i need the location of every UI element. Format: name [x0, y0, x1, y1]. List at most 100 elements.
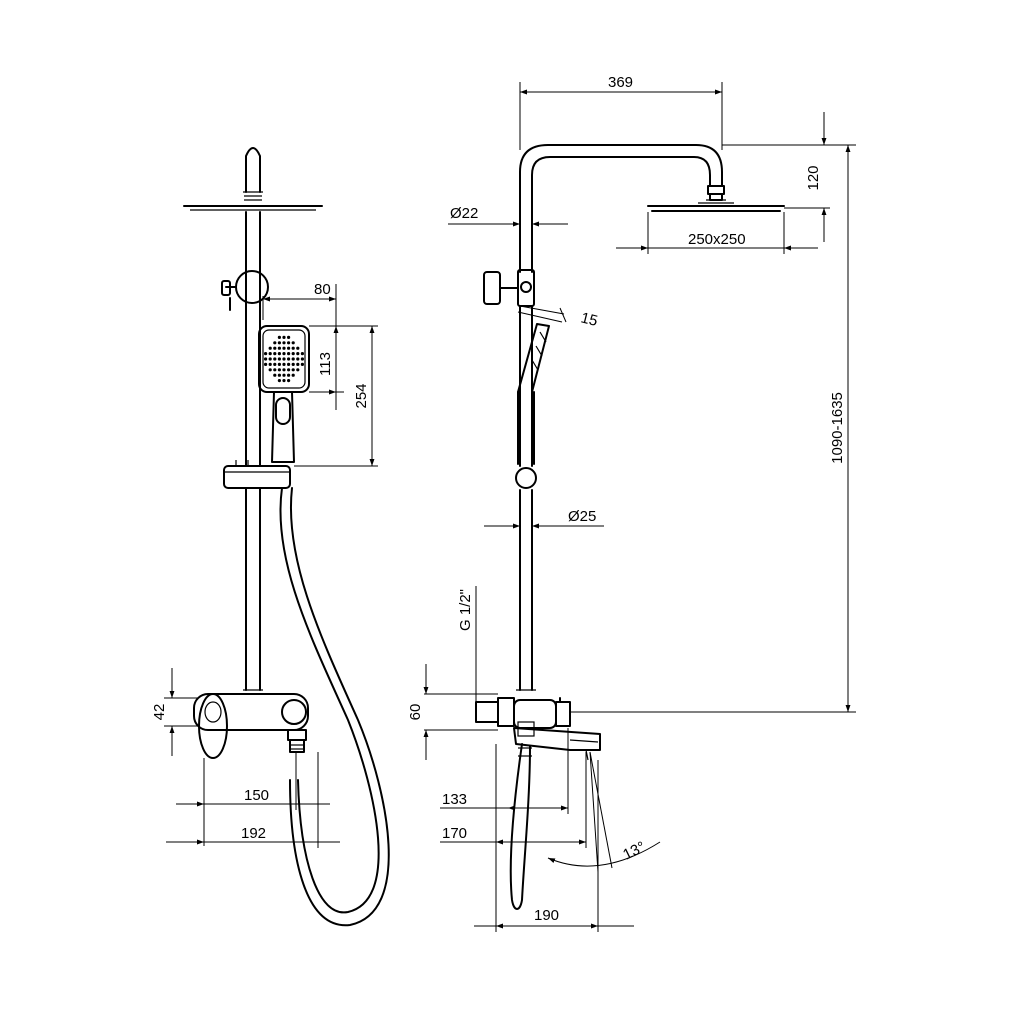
nozzle-dot [287, 346, 291, 350]
nozzle-dot [282, 368, 286, 372]
label-250x250: 250x250 [688, 231, 746, 248]
nozzle-dot [277, 362, 281, 366]
overhead-shower-plate [183, 199, 323, 211]
nozzle-dot [300, 362, 304, 366]
dim-mixer-height: 42 [151, 668, 198, 756]
label-d25: Ø25 [568, 508, 596, 525]
nozzle-dot [268, 346, 272, 350]
nozzle-dot [291, 373, 295, 377]
hand-shower-front [258, 325, 310, 463]
dim-connection-thread: G 1/2" [457, 586, 477, 702]
nozzle-dot [277, 346, 281, 350]
dim-wall-to-outlet: 150 [176, 752, 330, 846]
nozzle-dot [282, 352, 286, 356]
shower-hose [279, 487, 390, 927]
dim-spout-projection: 190 [474, 744, 634, 932]
nozzle-dot [273, 373, 277, 377]
dim-height-range: 1090-1635 [570, 144, 856, 713]
nozzle-dot [277, 341, 281, 345]
nozzle-dot [300, 357, 304, 361]
label-192: 192 [241, 825, 266, 842]
dim-hand-shower-width: 80 [262, 281, 337, 326]
nozzle-dot [287, 379, 291, 383]
label-113: 113 [317, 352, 334, 376]
nozzle-dot [296, 346, 300, 350]
nozzle-dot [277, 352, 281, 356]
dim-wall-to-front: 192 [166, 752, 340, 848]
nozzle-dot [277, 373, 281, 377]
nozzle-dot [287, 368, 291, 372]
nozzle-dot [296, 368, 300, 372]
dim-arm-projection: 369 [519, 74, 723, 150]
riser-pipe [243, 211, 263, 691]
label-120: 120 [805, 165, 822, 190]
slider-bracket [223, 460, 291, 489]
nozzle-dot [291, 346, 295, 350]
bath-spout [513, 727, 601, 761]
nozzle-dot [282, 379, 286, 383]
label-190: 190 [534, 907, 559, 924]
nozzle-dot [287, 373, 291, 377]
dim-hand-shower-length: 254 [294, 325, 378, 467]
label-80: 80 [314, 281, 331, 298]
overhead-shower-head [647, 199, 785, 212]
label-d22: Ø22 [450, 205, 478, 222]
nozzle-dot [273, 352, 277, 356]
nozzle-dot [268, 357, 272, 361]
nozzle-dot [277, 357, 281, 361]
dim-pipe-upper: Ø22 [448, 205, 568, 227]
dim-mixer-depth: 133 [440, 728, 569, 814]
label-42: 42 [151, 704, 168, 721]
riser-top-cap [245, 147, 261, 193]
label-1090-1635: 1090-1635 [829, 392, 846, 464]
mixer-side [475, 697, 571, 737]
nozzle-dot [287, 341, 291, 345]
label-60: 60 [407, 704, 424, 721]
nozzle-dot [277, 379, 281, 383]
nozzle-dot [291, 362, 295, 366]
dim-hand-shower-angle: 15 [517, 305, 599, 330]
diverter-knob [221, 270, 269, 311]
nozzle-dot [268, 362, 272, 366]
nozzle-dot [287, 335, 291, 339]
nozzle-dot [264, 357, 268, 361]
nozzle-dot [291, 368, 295, 372]
dim-spout-depth: 170 [440, 752, 587, 848]
nozzle-dot [296, 352, 300, 356]
label-150: 150 [244, 787, 269, 804]
dim-hand-shower-head: 113 [309, 325, 344, 410]
nozzle-pattern [264, 335, 304, 383]
nozzle-dot [282, 373, 286, 377]
nozzle-dot [268, 352, 272, 356]
nozzle-dot [300, 352, 304, 356]
label-15: 15 [579, 309, 599, 330]
riser-and-arm [519, 144, 725, 273]
front-view: 80 113 254 42 [151, 147, 390, 927]
label-g12: G 1/2" [457, 589, 474, 631]
nozzle-dot [287, 357, 291, 361]
nozzle-dot [282, 357, 286, 361]
label-369: 369 [608, 74, 633, 91]
nozzle-dot [287, 362, 291, 366]
nozzle-dot [277, 368, 281, 372]
label-170: 170 [442, 825, 467, 842]
nozzle-dot [277, 335, 281, 339]
nozzle-dot [291, 357, 295, 361]
nozzle-dot [287, 352, 291, 356]
hand-shower-side [515, 323, 550, 489]
nozzle-dot [273, 368, 277, 372]
nozzle-dot [282, 346, 286, 350]
nozzle-dot [273, 362, 277, 366]
nozzle-dot [264, 362, 268, 366]
dim-spout-angle: 13° [547, 751, 661, 873]
nozzle-dot [268, 368, 272, 372]
dim-head-size: 250x250 [616, 212, 818, 254]
side-view: 369 120 Ø22 250x250 [407, 74, 856, 932]
dim-head-drop: 120 [722, 112, 830, 242]
nozzle-dot [282, 341, 286, 345]
dim-pipe-lower: Ø25 [484, 508, 604, 529]
label-133: 133 [442, 791, 467, 808]
nozzle-dot [264, 352, 268, 356]
hose-connector [287, 729, 307, 753]
